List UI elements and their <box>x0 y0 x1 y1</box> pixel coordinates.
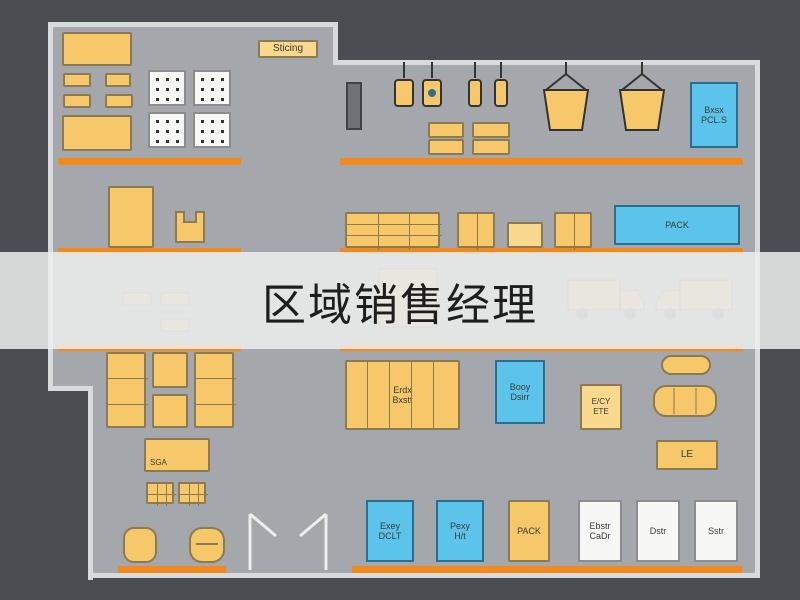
locker <box>106 352 148 428</box>
title-banner: 区域销售经理 <box>0 252 800 349</box>
rack <box>193 70 231 106</box>
floor-notch-border <box>333 22 338 65</box>
crate <box>457 212 495 250</box>
white-station: Dstr <box>636 500 680 562</box>
sign-top: Sticing <box>258 40 318 58</box>
grid-crate <box>178 482 208 506</box>
divider <box>340 158 743 165</box>
divider <box>352 566 742 573</box>
divider <box>340 248 743 254</box>
rack <box>148 112 186 148</box>
desk <box>108 186 154 248</box>
white-station: Sstr <box>694 500 738 562</box>
hanging-bag-icon <box>394 62 414 107</box>
crate <box>428 122 464 138</box>
crate <box>507 222 543 248</box>
blue-station: Bxsx PCL.S <box>690 82 738 148</box>
cabinet <box>346 82 362 130</box>
small-box <box>63 94 91 108</box>
divider <box>58 158 241 165</box>
divider <box>118 566 226 573</box>
hanging-basket-icon <box>618 62 666 131</box>
pallet-lines <box>345 360 460 430</box>
pallet: Erdx Bxstt <box>345 360 460 430</box>
locker <box>152 352 188 388</box>
pack-box: PACK <box>508 500 550 562</box>
blue-station: Booy Dsirr <box>495 360 545 424</box>
crate <box>472 122 510 138</box>
hanging-bag-icon <box>468 62 482 107</box>
crate <box>472 139 510 155</box>
sofa-icon <box>653 355 717 417</box>
floor-notch-left-border <box>88 390 93 580</box>
desk <box>62 32 132 66</box>
door-icon <box>248 512 328 570</box>
rack <box>148 70 186 106</box>
small-box <box>105 73 131 87</box>
white-station: Ebstr CaDr <box>578 500 622 562</box>
shelf <box>345 212 442 250</box>
cart: E/CY ETE <box>580 384 622 430</box>
box-le: LE <box>656 440 718 470</box>
blue-station: Exey DCLT <box>366 500 414 562</box>
small-box <box>105 94 133 108</box>
locker <box>194 352 236 428</box>
rack <box>193 112 231 148</box>
hanging-bag-icon <box>422 62 442 107</box>
floor-notch-top <box>338 0 768 60</box>
hanging-bag-icon <box>494 62 508 107</box>
blue-station: Pexy H/t <box>436 500 484 562</box>
banner-title: 区域销售经理 <box>262 280 538 330</box>
crate <box>428 139 464 155</box>
small-box <box>63 73 91 87</box>
floor-notch-left-border-h <box>48 386 93 391</box>
chair-icon <box>175 211 205 243</box>
crate <box>554 212 592 250</box>
floor-notch-border-h <box>333 60 760 65</box>
sink-icon <box>189 527 225 563</box>
locker <box>152 394 188 428</box>
tag-box: SGA <box>144 438 210 472</box>
floor-notch-left <box>40 390 90 590</box>
barrel-icon <box>123 527 157 563</box>
desk <box>62 115 132 151</box>
hanging-basket-icon <box>542 62 590 131</box>
grid-crate <box>146 482 176 506</box>
pack-station: PACK <box>614 205 740 245</box>
divider <box>58 248 241 254</box>
